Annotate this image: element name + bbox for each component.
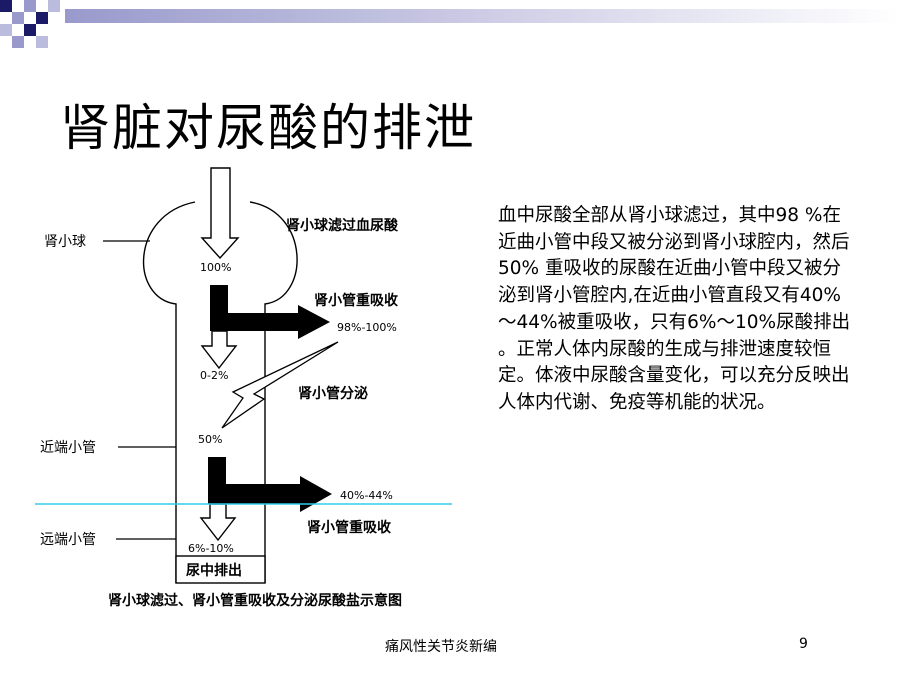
description-text: 血中尿酸全部从肾小球滤过，其中98 %在近曲小管中段又被分泌到肾小球腔内，然后5… bbox=[498, 205, 851, 413]
secretion-arrow bbox=[221, 341, 339, 429]
secretion-label: 肾小管分泌 bbox=[298, 385, 368, 402]
reabsorption-arrow-1 bbox=[210, 285, 330, 339]
distal-tubule-label: 远端小管 bbox=[40, 532, 96, 548]
proximal-tubule-label: 近端小管 bbox=[40, 440, 96, 456]
value-filtered: 100% bbox=[200, 261, 231, 274]
glomerulus-label: 肾小球 bbox=[44, 234, 86, 250]
reabsorption-label-1: 肾小管重吸收 bbox=[314, 292, 399, 309]
flow-arrow-2 bbox=[199, 503, 237, 542]
value-after-secretion: 50% bbox=[198, 433, 222, 446]
nephron-outline bbox=[142, 201, 298, 583]
slide-footer: 痛风性关节炎新编 bbox=[385, 639, 497, 655]
header-decoration bbox=[0, 0, 900, 48]
urine-excretion-label: 尿中排出 bbox=[186, 562, 242, 579]
reabsorption-label-2: 肾小管重吸收 bbox=[307, 519, 392, 536]
filtration-label: 肾小球滤过血尿酸 bbox=[286, 217, 399, 234]
flow-arrow-1 bbox=[200, 330, 238, 370]
excretion-diagram: 肾小球 近端小管 远端小管 肾小球滤过血尿酸 肾小管重吸收 肾小管分泌 肾小管重… bbox=[35, 167, 452, 609]
value-reabsorbed-1: 98%-100% bbox=[337, 321, 397, 334]
value-remaining-1: 0-2% bbox=[200, 369, 228, 382]
diagram-caption: 肾小球滤过、肾小管重吸收及分泌尿酸盐示意图 bbox=[108, 592, 402, 609]
slide-title: 肾脏对尿酸的排泄 bbox=[60, 99, 476, 157]
reabsorption-arrow-2 bbox=[208, 457, 332, 512]
value-excreted: 6%-10% bbox=[188, 542, 234, 555]
value-reabsorbed-2: 40%-44% bbox=[340, 489, 393, 502]
page-number: 9 bbox=[799, 636, 808, 652]
urine-box bbox=[175, 555, 266, 584]
filtration-arrow bbox=[200, 167, 240, 260]
